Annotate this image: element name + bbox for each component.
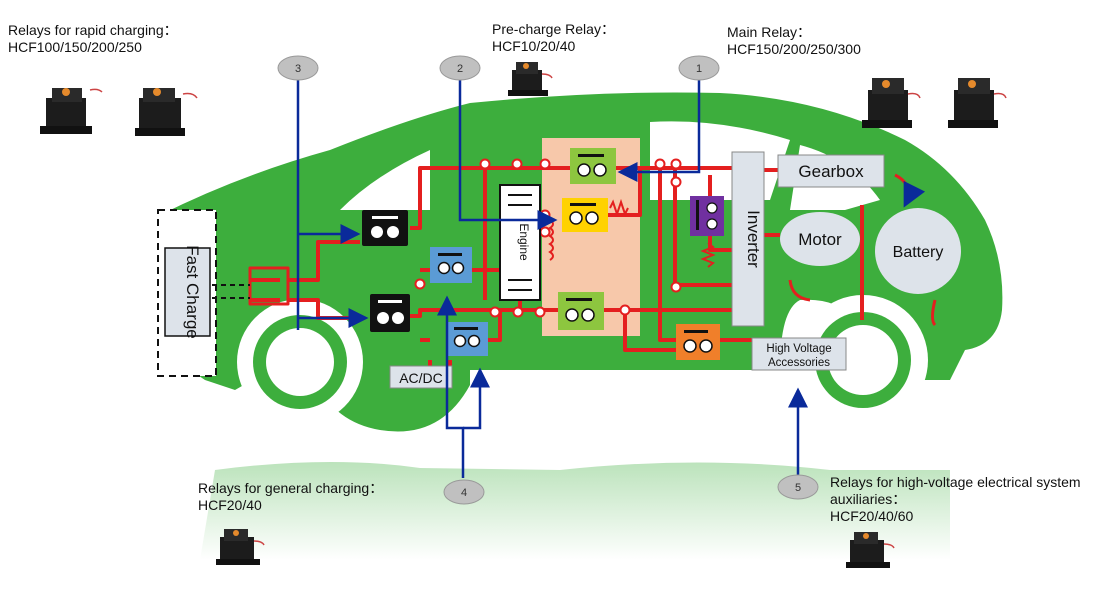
caption-main-title: Main Relay： bbox=[727, 24, 812, 40]
relay-precharge bbox=[562, 198, 608, 232]
motor-label: Motor bbox=[798, 230, 842, 249]
caption-hv-line2: auxiliaries： bbox=[830, 491, 907, 507]
caption-general-title: Relays for general charging： bbox=[198, 480, 384, 496]
svg-text:2: 2 bbox=[457, 63, 463, 75]
caption-hv-line1: Relays for high-voltage electrical syste… bbox=[830, 474, 1081, 490]
relay-fast-charge-bottom bbox=[370, 294, 410, 332]
callout-lines bbox=[296, 80, 808, 478]
relay-general-charging-top bbox=[430, 247, 472, 283]
gearbox-label: Gearbox bbox=[798, 162, 864, 181]
relay-product-image-precharge bbox=[508, 62, 553, 96]
fast-charge-label: Fast Charge bbox=[183, 245, 202, 339]
motor-block: Motor bbox=[780, 212, 860, 266]
marker-4: 4 bbox=[443, 479, 485, 505]
caption-rapid-charging: Relays for rapid charging： HCF100/150/20… bbox=[8, 22, 178, 56]
relay-purple bbox=[690, 196, 724, 236]
relay-hv-aux bbox=[676, 324, 720, 360]
caption-rapid-models: HCF100/150/200/250 bbox=[8, 39, 142, 55]
fast-charge-port: Fast Charge bbox=[157, 209, 250, 377]
wiring-nodes bbox=[414, 158, 682, 318]
acdc-box: AC/DC bbox=[389, 365, 453, 389]
relay-product-image-general bbox=[216, 529, 265, 565]
relay-main-top bbox=[570, 148, 616, 184]
svg-text:3: 3 bbox=[295, 63, 301, 75]
battery-label: Battery bbox=[893, 244, 944, 261]
engine-label: Engine bbox=[517, 223, 531, 261]
caption-precharge: Pre-charge Relay： HCF10/20/40 bbox=[492, 21, 615, 55]
hv-accessories-label-1: High Voltage bbox=[766, 343, 831, 355]
acdc-label: AC/DC bbox=[399, 370, 443, 386]
caption-general-models: HCF20/40 bbox=[198, 497, 262, 513]
marker-2: 2 bbox=[439, 55, 481, 81]
marker-1: 1 bbox=[678, 55, 720, 81]
caption-main-relay: Main Relay： HCF150/200/250/300 bbox=[727, 24, 861, 58]
relay-fast-charge-top bbox=[362, 210, 408, 246]
caption-hv-models: HCF20/40/60 bbox=[830, 508, 914, 524]
hv-accessories-box: High Voltage Accessories bbox=[751, 337, 847, 371]
caption-precharge-models: HCF10/20/40 bbox=[492, 38, 576, 54]
relay-product-image-hv-aux bbox=[846, 532, 895, 568]
caption-main-models: HCF150/200/250/300 bbox=[727, 41, 861, 57]
marker-5: 5 bbox=[777, 474, 819, 500]
svg-text:4: 4 bbox=[461, 487, 467, 499]
relay-main-bottom bbox=[558, 292, 604, 330]
inverter-box: Inverter bbox=[731, 151, 765, 327]
svg-text:1: 1 bbox=[696, 63, 702, 75]
battery-block: Battery bbox=[875, 208, 961, 294]
caption-hv-auxiliaries: Relays for high-voltage electrical syste… bbox=[830, 474, 1081, 525]
inverter-label: Inverter bbox=[744, 210, 763, 268]
relay-product-image-main-1 bbox=[862, 78, 921, 128]
relay-product-image-rapid-1 bbox=[40, 88, 103, 134]
caption-precharge-title: Pre-charge Relay： bbox=[492, 21, 615, 37]
svg-text:5: 5 bbox=[795, 482, 801, 494]
caption-rapid-title: Relays for rapid charging： bbox=[8, 22, 178, 38]
relay-product-image-rapid-2 bbox=[135, 88, 198, 136]
hv-accessories-label-2: Accessories bbox=[768, 357, 830, 369]
relay-general-charging-bottom bbox=[446, 322, 488, 356]
car-reflection bbox=[200, 461, 950, 560]
caption-general-charging: Relays for general charging： HCF20/40 bbox=[198, 480, 383, 514]
marker-3: 3 bbox=[277, 55, 319, 81]
gearbox-box: Gearbox bbox=[777, 154, 885, 188]
engine-block: Engine bbox=[499, 184, 541, 301]
relay-product-image-main-2 bbox=[948, 78, 1007, 128]
